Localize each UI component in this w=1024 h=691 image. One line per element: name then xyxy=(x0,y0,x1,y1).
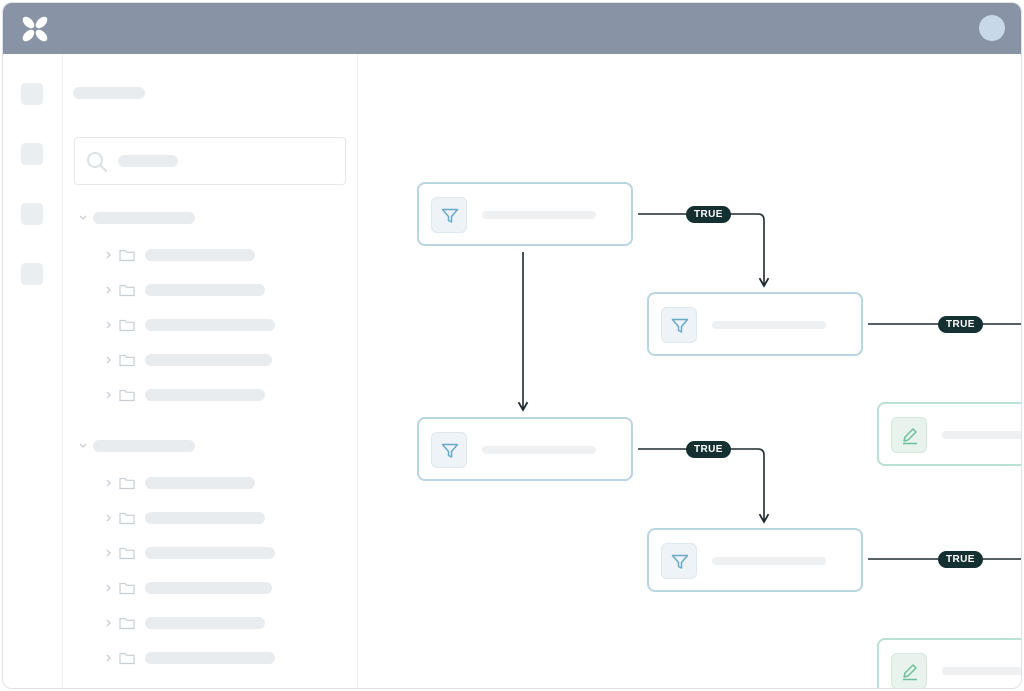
tree-item[interactable] xyxy=(145,617,265,629)
chevron-right-icon[interactable] xyxy=(104,285,114,295)
nav-item[interactable] xyxy=(21,83,43,105)
tree-item[interactable] xyxy=(145,389,265,401)
chevron-right-icon[interactable] xyxy=(104,355,114,365)
tree-item[interactable] xyxy=(145,284,265,296)
chevron-right-icon[interactable] xyxy=(104,583,114,593)
panel-title-placeholder xyxy=(73,87,145,99)
folder-icon xyxy=(119,354,135,367)
edge-label-true: TRUE xyxy=(686,441,731,458)
chevron-right-icon[interactable] xyxy=(104,250,114,260)
folder-icon xyxy=(119,249,135,262)
filter-icon xyxy=(661,307,697,343)
folder-icon xyxy=(119,319,135,332)
chevron-right-icon[interactable] xyxy=(104,513,114,523)
tree-item[interactable] xyxy=(145,354,272,366)
search-icon xyxy=(87,152,107,172)
butterfly-logo-icon[interactable] xyxy=(20,14,50,44)
top-bar xyxy=(3,3,1021,54)
folder-icon xyxy=(119,389,135,402)
pencil-icon xyxy=(891,417,927,453)
nav-rail xyxy=(3,54,63,688)
node-label-placeholder xyxy=(482,211,596,219)
edge-3-4 xyxy=(638,448,770,524)
folder-icon xyxy=(119,582,135,595)
search-placeholder xyxy=(118,155,178,167)
folder-icon xyxy=(119,652,135,665)
user-avatar[interactable] xyxy=(979,15,1005,41)
edge-label-true: TRUE xyxy=(938,316,983,333)
edge-1-2 xyxy=(638,213,770,288)
flow-node-condition[interactable] xyxy=(417,182,633,246)
tree-panel xyxy=(63,54,358,688)
filter-icon xyxy=(431,197,467,233)
tree-item[interactable] xyxy=(145,477,255,489)
folder-icon xyxy=(119,617,135,630)
tree-group-label[interactable] xyxy=(93,212,195,224)
node-label-placeholder xyxy=(712,321,826,329)
folder-icon xyxy=(119,547,135,560)
folder-icon xyxy=(119,284,135,297)
edge-label-true: TRUE xyxy=(938,551,983,568)
chevron-down-icon[interactable] xyxy=(78,441,88,451)
chevron-right-icon[interactable] xyxy=(104,390,114,400)
tree-item[interactable] xyxy=(145,512,265,524)
pencil-icon xyxy=(891,653,927,688)
filter-icon xyxy=(431,432,467,468)
tree-item[interactable] xyxy=(145,249,255,261)
tree-item[interactable] xyxy=(145,652,275,664)
flow-edges xyxy=(517,213,1021,560)
flow-node-action[interactable] xyxy=(877,638,1021,688)
tree-item[interactable] xyxy=(145,582,272,594)
search-input[interactable] xyxy=(74,137,346,185)
node-label-placeholder xyxy=(482,446,596,454)
flow-node-condition[interactable] xyxy=(417,417,633,481)
folder-icon xyxy=(119,512,135,525)
chevron-right-icon[interactable] xyxy=(104,320,114,330)
node-label-placeholder xyxy=(942,667,1021,675)
edge-label-true: TRUE xyxy=(686,206,731,223)
flow-canvas[interactable]: TRUE TRUE TRUE TRUE xyxy=(358,54,1021,688)
tree-item[interactable] xyxy=(145,547,275,559)
chevron-right-icon[interactable] xyxy=(104,478,114,488)
chevron-right-icon[interactable] xyxy=(104,548,114,558)
flow-node-action[interactable] xyxy=(877,402,1021,466)
flow-node-condition[interactable] xyxy=(647,528,863,592)
filter-icon xyxy=(661,543,697,579)
chevron-down-icon[interactable] xyxy=(78,213,88,223)
node-label-placeholder xyxy=(712,557,826,565)
chevron-right-icon[interactable] xyxy=(104,618,114,628)
node-label-placeholder xyxy=(942,431,1021,439)
nav-item[interactable] xyxy=(21,203,43,225)
tree-item[interactable] xyxy=(145,319,275,331)
tree-group-label[interactable] xyxy=(93,440,195,452)
flow-node-condition[interactable] xyxy=(647,292,863,356)
folder-icon xyxy=(119,477,135,490)
chevron-right-icon[interactable] xyxy=(104,653,114,663)
nav-item[interactable] xyxy=(21,143,43,165)
nav-item[interactable] xyxy=(21,263,43,285)
